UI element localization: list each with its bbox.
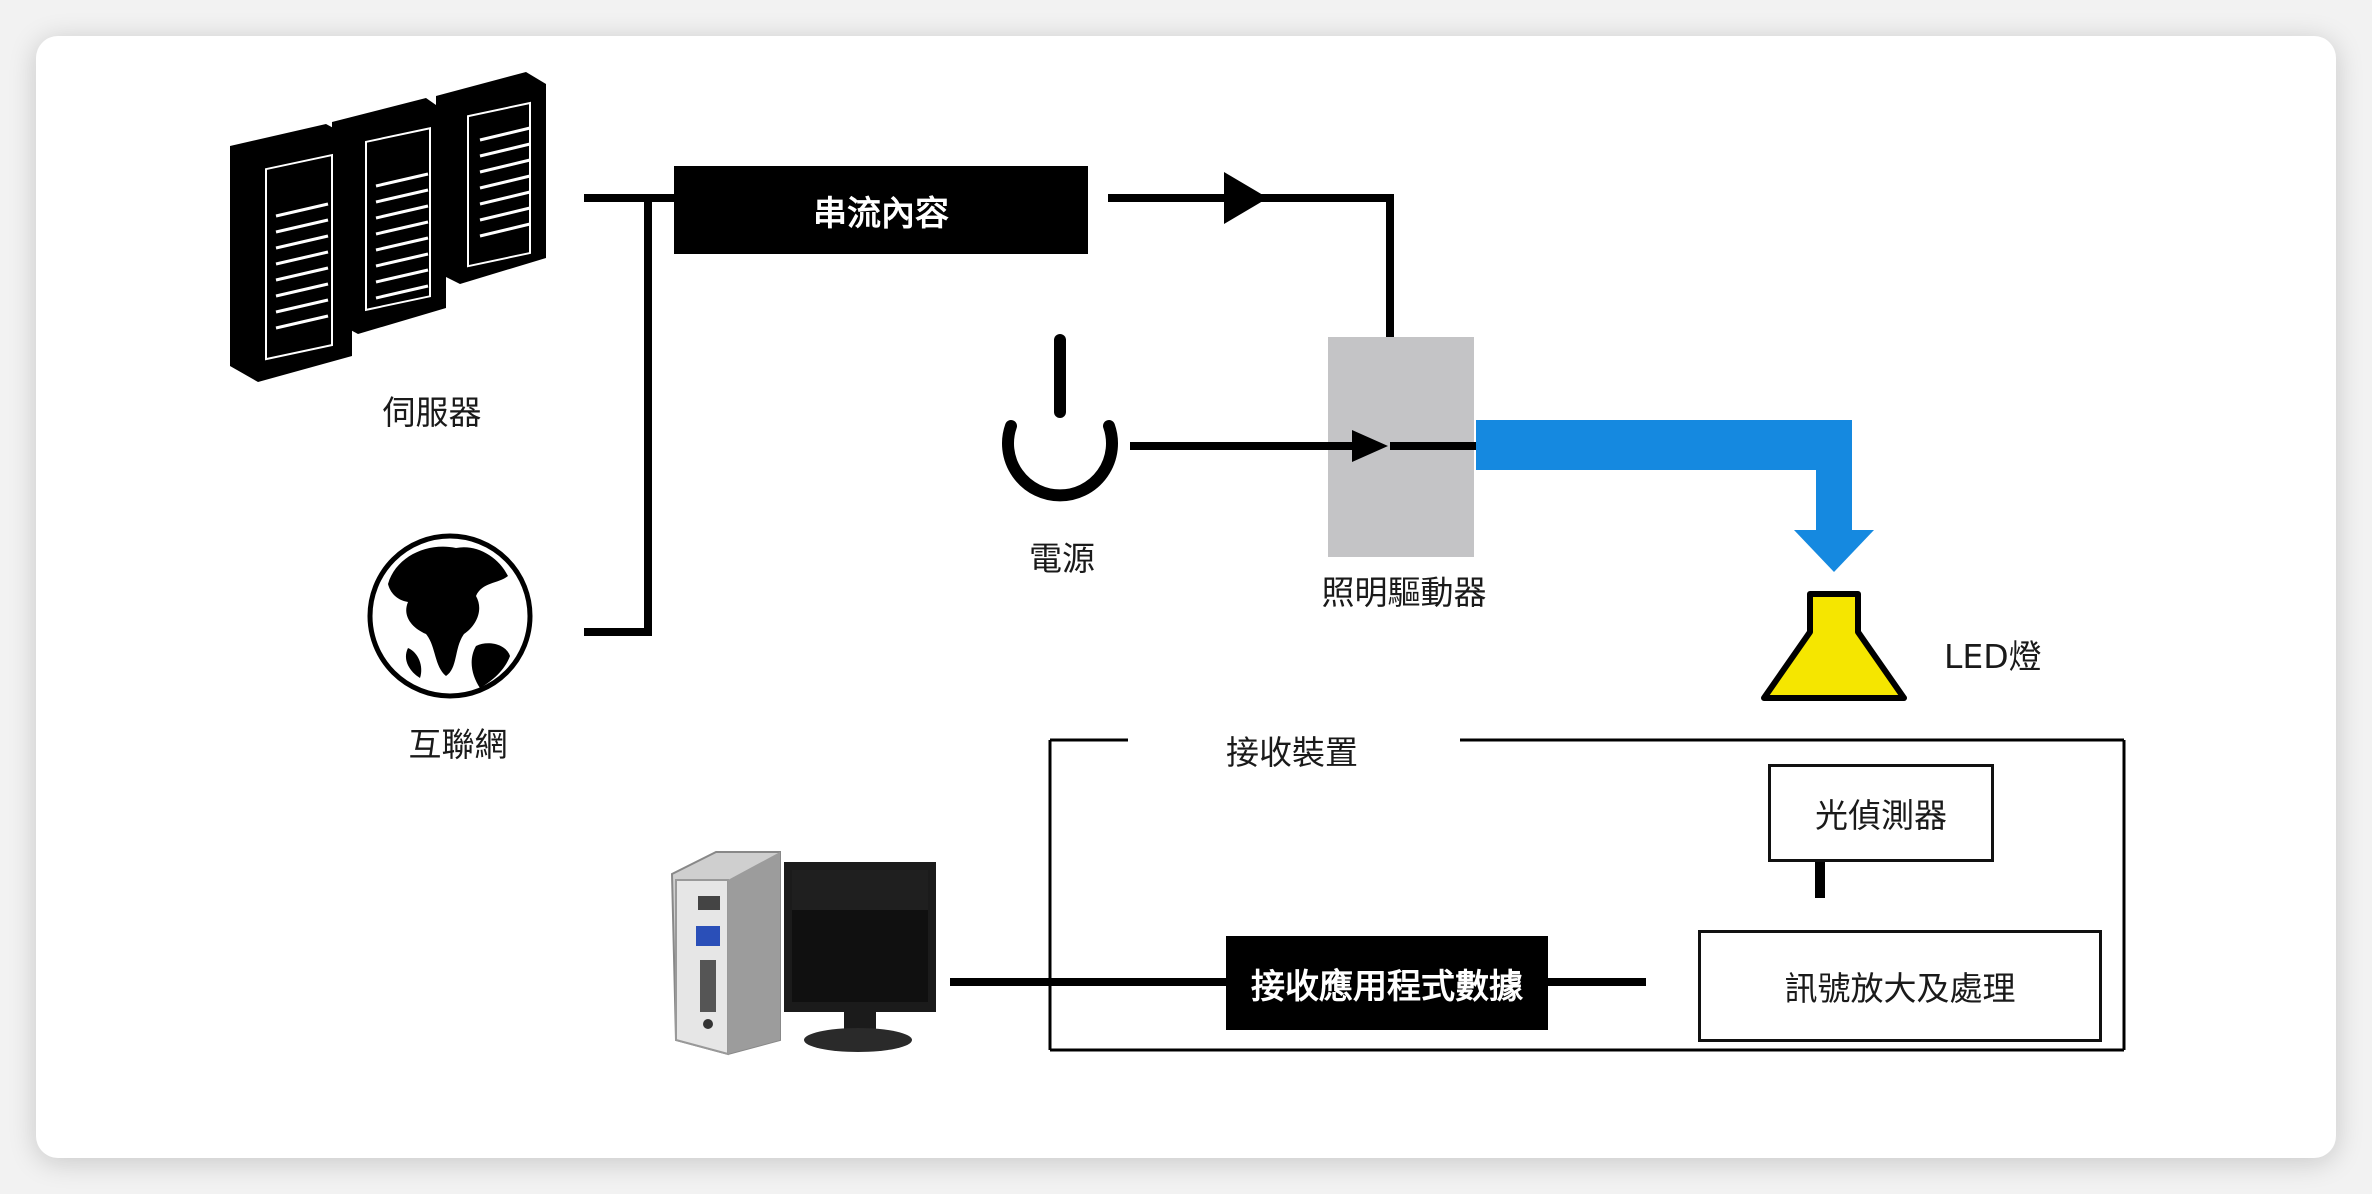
server-label: 伺服器 xyxy=(382,393,482,432)
server-icon xyxy=(230,72,546,382)
power-label: 電源 xyxy=(1029,539,1095,578)
diagram-canvas: 伺服器 互聯網 串流內容 電源 照明驅動器 LED燈 接收裝置 光偵測器 訊號放… xyxy=(36,36,2336,1158)
amplifier-box: 訊號放大及處理 xyxy=(1698,930,2102,1042)
internet-label: 互聯網 xyxy=(408,725,508,764)
light-beam-arrow-icon xyxy=(1476,420,1874,572)
power-arrow-icon xyxy=(1352,430,1388,462)
globe-icon xyxy=(367,533,533,699)
source-connector xyxy=(584,194,676,636)
power-icon xyxy=(1002,334,1118,502)
receiver-label: 接收裝置 xyxy=(1226,733,1358,772)
diagram-graphics xyxy=(230,72,2126,1056)
led-label: LED燈 xyxy=(1944,637,2042,676)
driver-label: 照明驅動器 xyxy=(1321,573,1487,612)
led-lamp-icon xyxy=(1761,591,1907,701)
receiver-frame xyxy=(1048,738,2126,1052)
computer-icon xyxy=(670,851,936,1056)
photodetector-box: 光偵測器 xyxy=(1768,764,1994,862)
app-data-box: 接收應用程式數據 xyxy=(1226,936,1548,1030)
stream-content-box: 串流內容 xyxy=(674,166,1088,254)
stream-arrow-icon xyxy=(1224,172,1268,224)
